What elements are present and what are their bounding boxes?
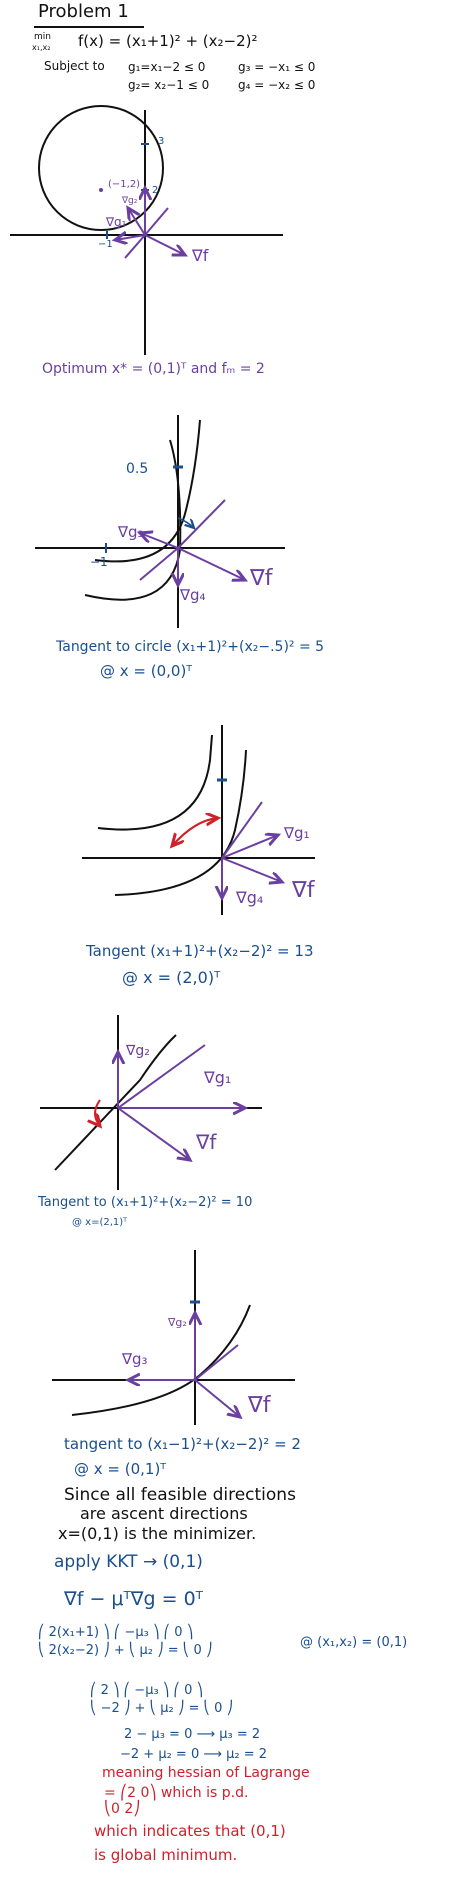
kkt-matrix-bottom: ⎝ 2(x₂−2) ⎠ + ⎝ μ₂ ⎠ = ⎝ 0 ⎠ [38,1643,213,1658]
figure-2-sketch [35,415,285,628]
fig5-grad-g2: ∇g₂ [168,1316,187,1329]
hessian-line-4: is global minimum. [94,1846,238,1864]
kkt-solution-2: −2 + μ₂ = 0 ⟶ μ₂ = 2 [120,1747,268,1762]
kkt-main-equation: ∇f − μᵀ∇g = 0ᵀ [64,1588,203,1610]
fig1-point-label: (−1,2) [108,179,141,190]
fig3-caption-line2: @ x = (2,0)ᵀ [122,968,221,987]
conclusion-line-2: are ascent directions [80,1504,248,1523]
fig4-caption-line2: @ x=(2,1)ᵀ [72,1217,128,1228]
fig1-tick-neg1: −1 [98,239,113,250]
fig4-grad-g2: ∇g₂ [126,1043,150,1059]
conclusion-line-1: Since all feasible directions [64,1485,296,1505]
hessian-line-3: which indicates that (0,1) [94,1822,286,1840]
objective-function: f(x) = (x₁+1)² + (x₂−2)² [78,32,258,50]
fig4-caption-line1: Tangent to (x₁+1)²+(x₂−2)² = 10 [38,1195,253,1210]
kkt-solution-1: 2 − μ₃ = 0 ⟶ μ₃ = 2 [124,1727,261,1742]
fig3-grad-f: ∇f [292,878,315,903]
kkt-at-point: @ (x₁,x₂) = (0,1) [300,1635,408,1650]
fig3-caption-line1: Tangent (x₁+1)²+(x₂−2)² = 13 [86,942,314,960]
hessian-line-1: meaning hessian of Lagrange [102,1765,310,1781]
kkt-sub-top: ⎛ 2 ⎞ ⎛ −μ₃ ⎞ ⎛ 0 ⎞ [90,1683,203,1698]
fig3-grad-g4: ∇g₄ [236,888,264,907]
fig5-grad-f: ∇f [248,1393,271,1418]
fig2-grad-g3: ∇g₃ [118,523,144,541]
constraint-g3: g₃ = −x₁ ≤ 0 [238,60,316,74]
min-label: min [34,32,51,42]
fig4-grad-g1: ∇g₁ [204,1068,232,1087]
constraint-g2: g₂= x₂−1 ≤ 0 [128,78,210,92]
fig4-grad-f: ∇f [196,1130,217,1154]
fig1-tick-3: 3 [158,136,165,147]
fig1-grad-f: ∇f [192,246,209,265]
figure-4-sketch [40,1015,262,1190]
title-underline [34,26,144,28]
fig2-caption-line2: @ x = (0,0)ᵀ [100,662,193,680]
fig5-caption-line1: tangent to (x₁−1)²+(x₂−2)² = 2 [64,1435,301,1453]
kkt-apply: apply KKT → (0,1) [54,1552,203,1572]
fig2-tick-05: 0.5 [126,461,149,477]
figure-1-sketch [10,105,283,355]
constraint-g4: g₄ = −x₂ ≤ 0 [238,78,316,92]
subject-to-label: Subject to [44,59,105,73]
fig1-tick-2: 2 [152,185,159,196]
min-vars: x₁,x₂ [32,43,51,52]
fig1-grad-g2: ∇g₂ [122,196,138,206]
figure-3-sketch [82,725,315,915]
fig5-grad-g3: ∇g₃ [122,1350,148,1368]
hessian-line-2b: ⎝0 2⎠ [104,1801,141,1817]
figure-5-sketch [52,1250,295,1425]
problem-title: Problem 1 [38,1,129,22]
fig2-caption-line1: Tangent to circle (x₁+1)²+(x₂−.5)² = 5 [56,639,325,655]
fig1-grad-g1: ∇g₁ [106,215,127,229]
fig1-caption: Optimum x* = (0,1)ᵀ and fₘ = 2 [42,361,265,377]
hessian-line-2: = ⎛2 0⎞ which is p.d. [104,1785,249,1801]
fig2-grad-g4: ∇g₄ [180,586,206,604]
fig2-grad-f: ∇f [250,566,273,591]
fig5-caption-line2: @ x = (0,1)ᵀ [74,1460,167,1478]
constraint-g1: g₁=x₁−2 ≤ 0 [128,60,206,74]
fig3-grad-g1: ∇g₁ [284,824,310,842]
kkt-matrix-top: ⎛ 2(x₁+1) ⎞ ⎛ −μ₃ ⎞ ⎛ 0 ⎞ [38,1625,194,1640]
fig2-tick-neg1: −1 [90,555,108,569]
conclusion-line-3: x=(0,1) is the minimizer. [58,1524,257,1543]
kkt-sub-bottom: ⎝ −2 ⎠ + ⎝ μ₂ ⎠ = ⎝ 0 ⎠ [90,1701,234,1716]
